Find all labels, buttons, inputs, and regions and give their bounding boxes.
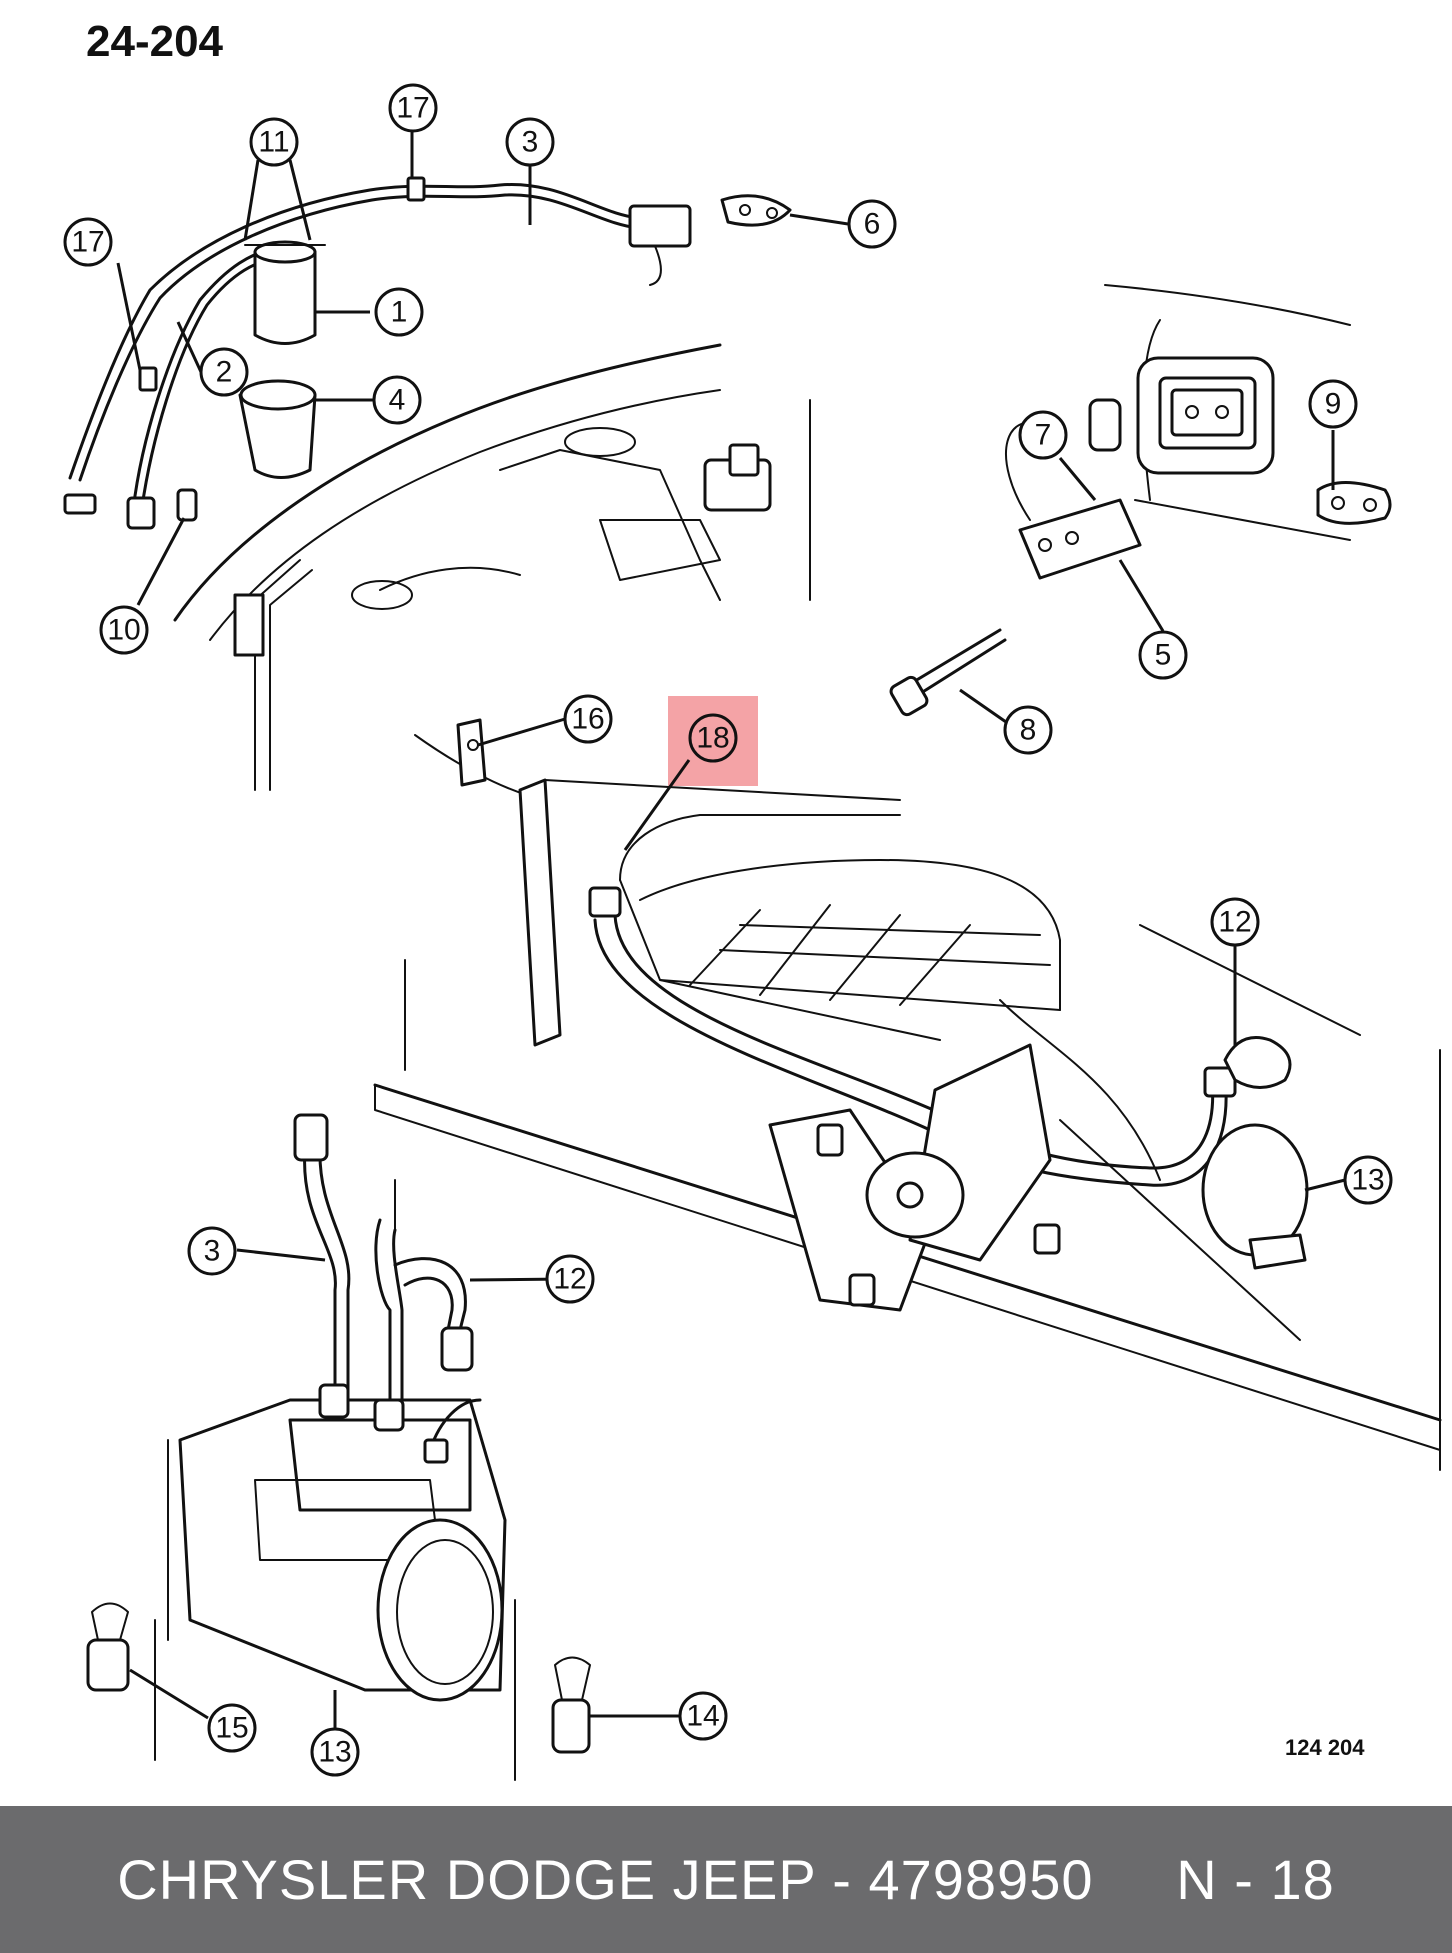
svg-text:12: 12 xyxy=(553,1263,586,1296)
svg-text:17: 17 xyxy=(71,226,104,259)
callout-3-lower: 3 xyxy=(187,1226,237,1276)
leader-lines xyxy=(116,132,1346,1728)
ac-lines-upper xyxy=(63,176,692,530)
svg-text:17: 17 xyxy=(396,92,429,125)
svg-text:13: 13 xyxy=(1351,1164,1384,1197)
svg-text:12: 12 xyxy=(1218,906,1251,939)
parts-diagram: 24-204 124 204 xyxy=(63,17,1442,1781)
svg-text:2: 2 xyxy=(216,356,233,389)
callout-15: 15 xyxy=(207,1703,257,1753)
footer-caption: CHRYSLER DODGE JEEP - 4798950 N - 18 xyxy=(0,1806,1452,1953)
callout-13-lower: 13 xyxy=(310,1727,360,1777)
svg-text:6: 6 xyxy=(864,208,881,241)
callout-12-lower: 12 xyxy=(545,1254,595,1304)
callout-7: 7 xyxy=(1018,410,1068,460)
callout-9: 9 xyxy=(1308,379,1358,429)
bolt-10 xyxy=(176,488,198,522)
svg-text:14: 14 xyxy=(686,1700,719,1733)
svg-text:1: 1 xyxy=(391,296,408,329)
fitting-16 xyxy=(456,718,487,787)
expansion-valve-area xyxy=(1005,284,1392,580)
callout-16: 16 xyxy=(563,694,613,744)
svg-text:7: 7 xyxy=(1035,419,1052,452)
svg-text:3: 3 xyxy=(522,126,539,159)
svg-text:4: 4 xyxy=(389,384,406,417)
callout-18: 18 xyxy=(688,713,738,763)
callout-17-top: 17 xyxy=(388,83,438,133)
mounting-bracket xyxy=(768,1043,1061,1312)
svg-text:15: 15 xyxy=(215,1712,248,1745)
compressor-13-lower xyxy=(154,1383,516,1781)
svg-text:3: 3 xyxy=(204,1235,221,1268)
callout-3-top: 3 xyxy=(505,117,555,167)
callout-6: 6 xyxy=(847,199,897,249)
callout-11: 11 xyxy=(249,117,299,167)
clip-6 xyxy=(720,194,792,227)
compressor-lines xyxy=(293,1113,474,1422)
callout-10: 10 xyxy=(99,605,149,655)
page-code: 24-204 xyxy=(86,17,224,66)
callout-2: 2 xyxy=(199,347,249,397)
callout-5: 5 xyxy=(1138,630,1188,680)
drier-bracket xyxy=(238,379,317,479)
callout-14: 14 xyxy=(678,1691,728,1741)
fitting-15 xyxy=(86,1602,130,1692)
svg-text:11: 11 xyxy=(258,126,289,159)
svg-text:5: 5 xyxy=(1155,639,1172,672)
svg-text:10: 10 xyxy=(107,614,140,647)
callout-4: 4 xyxy=(372,375,422,425)
svg-text:13: 13 xyxy=(318,1736,351,1769)
callout-17-left: 17 xyxy=(63,217,113,267)
svg-text:8: 8 xyxy=(1020,714,1037,747)
receiver-drier xyxy=(244,240,326,345)
svg-text:16: 16 xyxy=(571,703,604,736)
svg-text:9: 9 xyxy=(1325,388,1342,421)
cowl-panel xyxy=(173,343,811,791)
callout-1: 1 xyxy=(374,287,424,337)
fitting-14 xyxy=(551,1656,591,1754)
callout-8: 8 xyxy=(1003,705,1053,755)
evaporator-housing xyxy=(373,734,1442,1471)
callout-13-right: 13 xyxy=(1343,1155,1393,1205)
bolt-8 xyxy=(889,628,1007,717)
svg-text:18: 18 xyxy=(696,722,729,755)
callout-12-right: 12 xyxy=(1210,897,1260,947)
accumulator-13-upper xyxy=(1201,1123,1309,1270)
figure-code: 124 204 xyxy=(1285,1735,1365,1760)
